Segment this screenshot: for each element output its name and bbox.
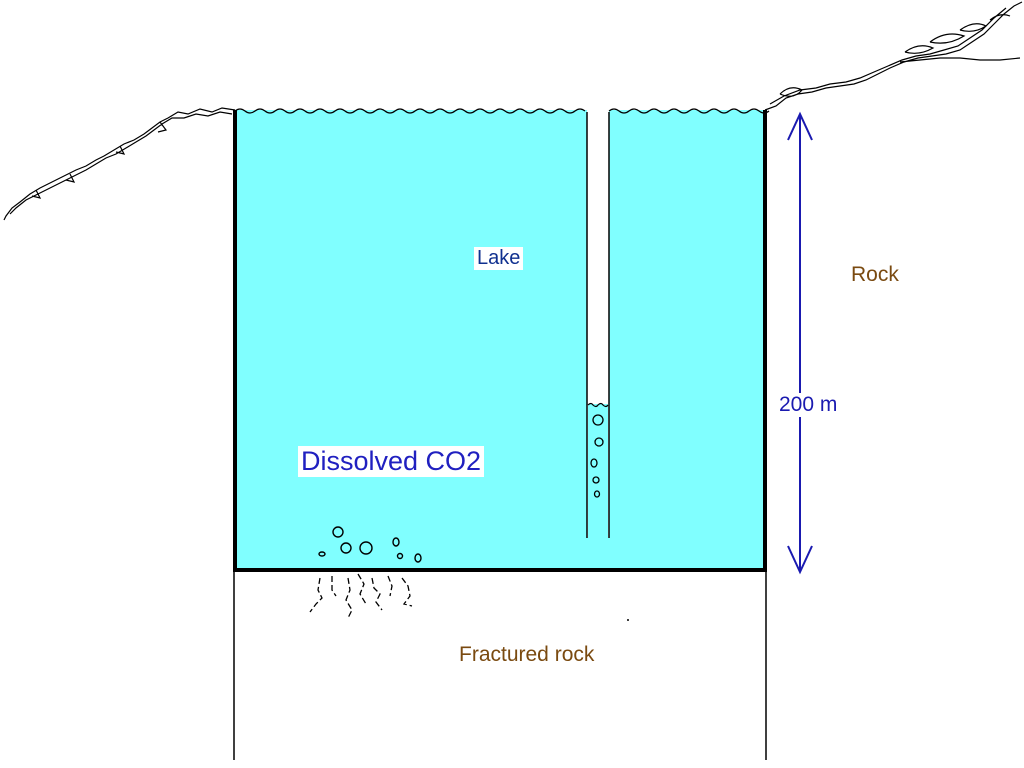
fracture-cracks xyxy=(309,573,413,619)
depth-label: 200 m xyxy=(776,393,841,417)
hillside-left xyxy=(3,107,236,221)
pipe-water-surface xyxy=(587,402,609,408)
lake-label: Lake xyxy=(474,247,524,270)
depth-arrow xyxy=(787,111,813,575)
lake-surface-left xyxy=(234,108,586,114)
dissolved-co2-label: Dissolved CO2 xyxy=(298,446,485,477)
lake-water xyxy=(235,110,765,570)
hillside-right xyxy=(764,1,1023,111)
pipe-bubbles xyxy=(590,414,604,498)
floor-bubbles xyxy=(318,526,422,563)
rock-label: Rock xyxy=(851,263,899,286)
fractured-rock-label: Fractured rock xyxy=(459,643,595,666)
pipe-water-column xyxy=(588,404,608,538)
rock-speck xyxy=(627,619,629,621)
lake-surface-right xyxy=(608,108,770,114)
